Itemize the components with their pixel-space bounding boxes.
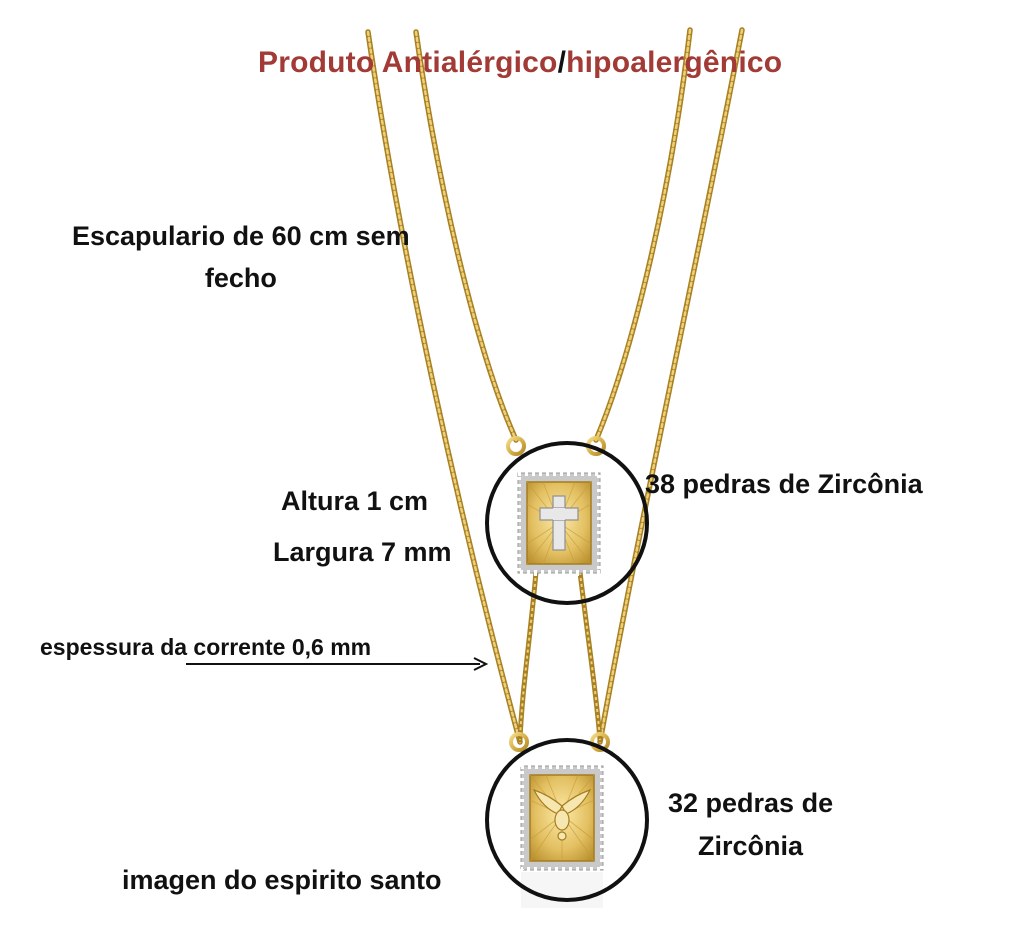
chain-length-line1: Escapulario de 60 cm sem: [72, 221, 410, 251]
dove-icon: [532, 788, 592, 841]
chain-length-label: Escapulario de 60 cm sem fecho: [72, 216, 410, 300]
connecting-chain: [517, 569, 603, 743]
product-title: Produto Antialérgico/hipoalergênico: [258, 44, 782, 82]
title-slash: /: [557, 46, 567, 79]
top-pendant: [506, 436, 606, 576]
image-caption-label: imagen do espirito santo: [122, 865, 442, 895]
height-label: Altura 1 cm: [281, 486, 429, 516]
top-pendant-circle: [485, 441, 649, 605]
width-label: Largura 7 mm: [273, 537, 452, 567]
top-stones-label: 38 pedras de Zircônia: [645, 469, 923, 499]
outer-chain: [365, 27, 745, 745]
chain-length-line2: fecho: [204, 262, 277, 293]
chain-thickness-label: espessura da corrente 0,6 mm: [40, 634, 372, 660]
bottom-pendant-circle: [485, 738, 649, 902]
bottom-stones-line1: 32 pedras de: [668, 788, 834, 818]
title-antialergico: Produto Antialérgico: [258, 46, 558, 79]
arrow-right-icon: [186, 657, 489, 671]
bottom-stones-label: 32 pedras de Zircônia: [668, 782, 833, 868]
cross-icon: [539, 495, 579, 551]
bottom-stones-line2: Zircônia: [698, 831, 804, 862]
inner-chain: [413, 27, 693, 443]
bottom-pendant: [509, 732, 610, 908]
title-hipoalergenico: hipoalergênico: [566, 46, 783, 79]
